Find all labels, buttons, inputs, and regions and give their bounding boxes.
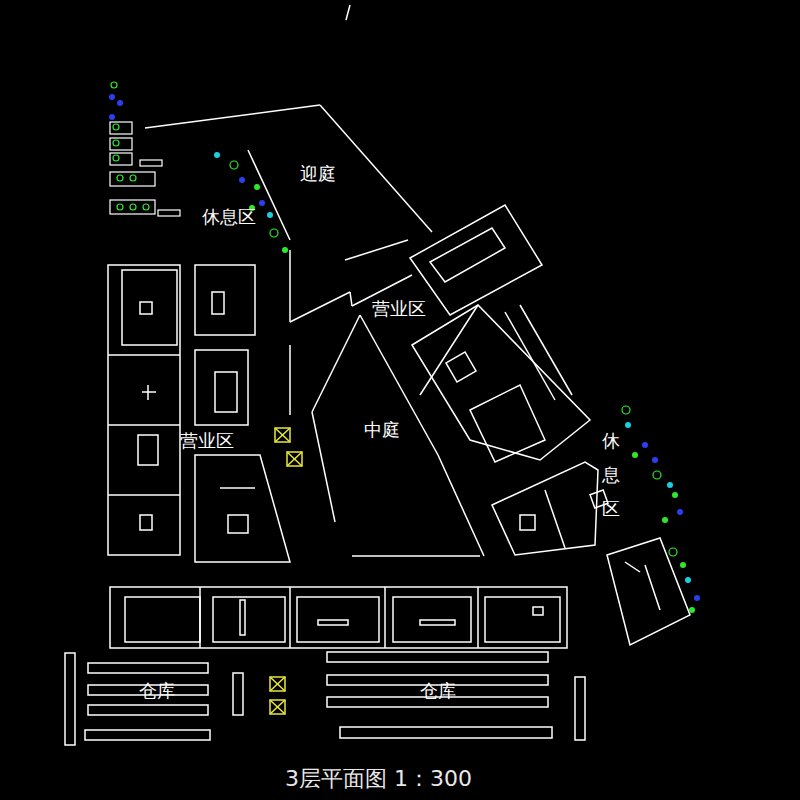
area-label: 营业区 xyxy=(180,430,234,452)
area-label: 中庭 xyxy=(364,419,400,441)
area-label: 休息区 xyxy=(602,424,620,527)
area-label: 营业区 xyxy=(372,298,426,320)
area-label: 迎庭 xyxy=(300,163,336,185)
plan-caption: 3层平面图 1：300 xyxy=(285,766,472,792)
area-label: 仓库 xyxy=(139,680,175,702)
area-label: 休息区 xyxy=(202,206,256,228)
area-label: 仓库 xyxy=(420,680,456,702)
